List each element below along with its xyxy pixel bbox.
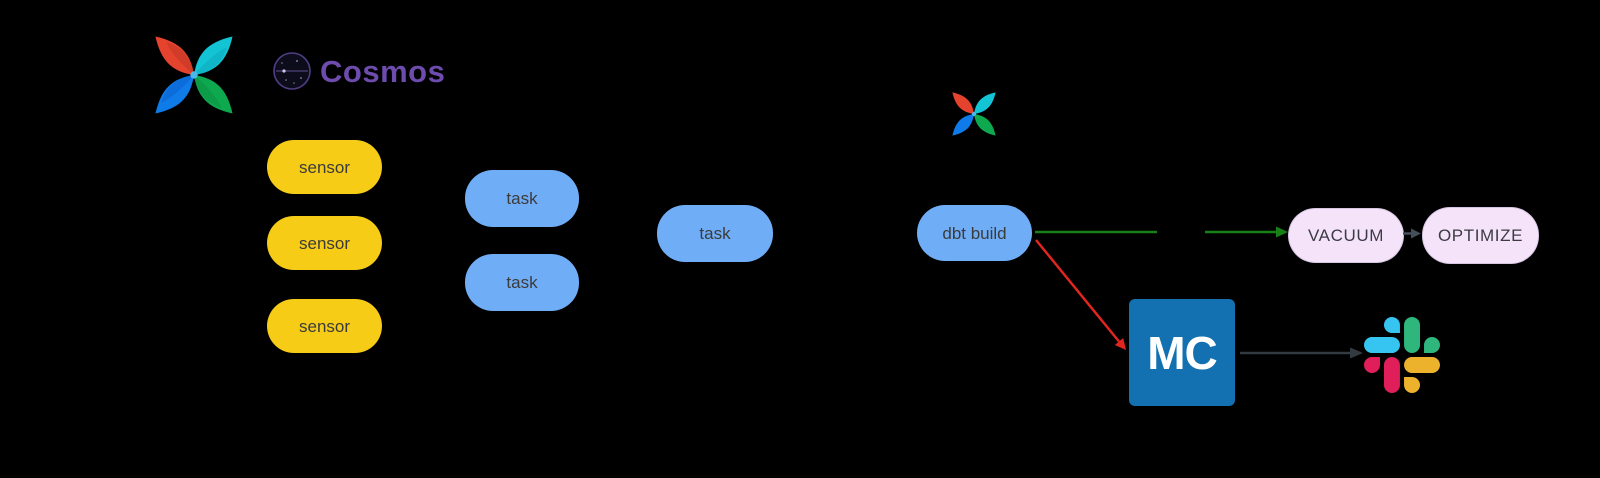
node-sensor-2: sensor — [267, 216, 382, 270]
airflow-center-dot — [971, 111, 977, 117]
node-task-1: task — [465, 170, 579, 227]
slack-green-arm — [1404, 317, 1440, 353]
cosmos-planet-star — [300, 77, 302, 79]
node-sensor-1: sensor — [267, 140, 382, 194]
cosmos-planet-star — [282, 69, 286, 73]
node-vacuum: VACUUM — [1288, 208, 1404, 263]
airflow-blade-blue-shade — [161, 75, 194, 103]
airflow-center-dot — [190, 71, 198, 79]
node-label: task — [506, 273, 538, 292]
cosmos-planet-star — [281, 62, 283, 64]
cosmos-wordmark: Cosmos — [320, 54, 446, 89]
airflow-pinwheel-icon — [155, 36, 233, 114]
airflow-blade-green — [974, 114, 996, 136]
edge-vacuum-to-optimize-arrowhead — [1411, 228, 1421, 239]
slack-red-arm — [1364, 357, 1400, 393]
edge-dbt-to-mc-arrowhead — [1114, 338, 1126, 350]
cosmos-planet-star — [296, 60, 298, 62]
slack-blue-arm — [1364, 317, 1400, 353]
edge-dbt-to-mc — [1035, 239, 1120, 343]
airflow-pinwheel-icon-small — [952, 92, 996, 136]
cosmos-planet-icon — [273, 52, 311, 90]
node-task-2: task — [465, 254, 579, 311]
node-sensor-3: sensor — [267, 299, 382, 353]
cosmos-planet-star — [293, 82, 295, 84]
node-label: sensor — [298, 316, 351, 336]
node-label: task — [506, 189, 538, 208]
slack-yellow-arm — [1404, 357, 1440, 393]
node-label: OPTIMIZE — [1437, 226, 1524, 245]
airflow-blade-blue — [952, 114, 974, 136]
node-label: VACUUM — [1307, 226, 1384, 245]
node-optimize: OPTIMIZE — [1422, 207, 1539, 264]
monte-carlo-label: MC — [1147, 326, 1218, 379]
airflow-blade-green-shade — [194, 75, 222, 108]
cosmos-planet-star — [285, 79, 287, 81]
node-label: sensor — [298, 157, 351, 177]
airflow-blade-teal — [974, 92, 996, 114]
monte-carlo-badge: MC — [1129, 299, 1235, 406]
node-task-3: task — [657, 205, 773, 262]
node-label: sensor — [298, 233, 351, 253]
airflow-blade-red — [952, 92, 974, 114]
airflow-blade-teal-shade — [194, 47, 227, 75]
edge-dbt-to-vacuum-arrowhead — [1276, 226, 1288, 238]
node-label: dbt build — [942, 223, 1007, 243]
airflow-blade-red-shade — [166, 42, 194, 75]
node-label: task — [699, 224, 731, 243]
node-dbt-build: dbt build — [917, 205, 1032, 261]
edge-mc-to-slack-arrowhead — [1350, 347, 1363, 359]
slack-icon — [1364, 317, 1440, 393]
